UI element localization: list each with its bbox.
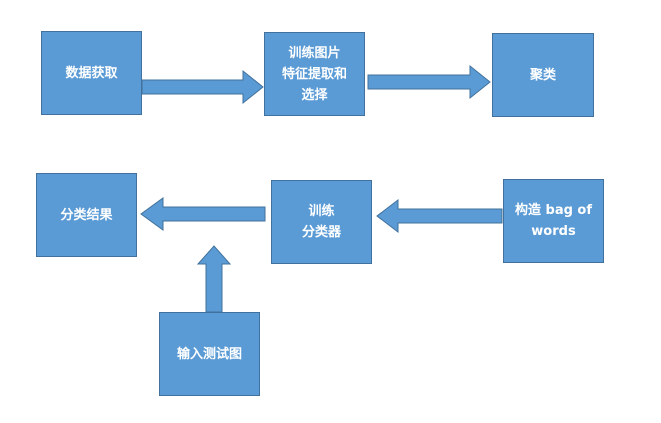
arrow-test-to-result — [196, 245, 232, 313]
arrow-bow-to-train — [376, 198, 503, 234]
arrow-acquire-to-feature — [141, 69, 264, 105]
node-classification-result: 分类结果 — [36, 173, 137, 257]
arrow-train-to-result — [140, 197, 266, 231]
arrow-feature-to-cluster — [367, 64, 491, 100]
node-build-bag-of-words: 构造 bag of words — [503, 179, 604, 263]
node-input-test-image: 输入测试图 — [159, 312, 260, 396]
node-train-classifier: 训练 分类器 — [271, 180, 372, 264]
node-feature-extraction: 训练图片 特征提取和 选择 — [264, 32, 365, 116]
node-clustering: 聚类 — [492, 33, 594, 117]
node-data-acquisition: 数据获取 — [41, 31, 142, 115]
